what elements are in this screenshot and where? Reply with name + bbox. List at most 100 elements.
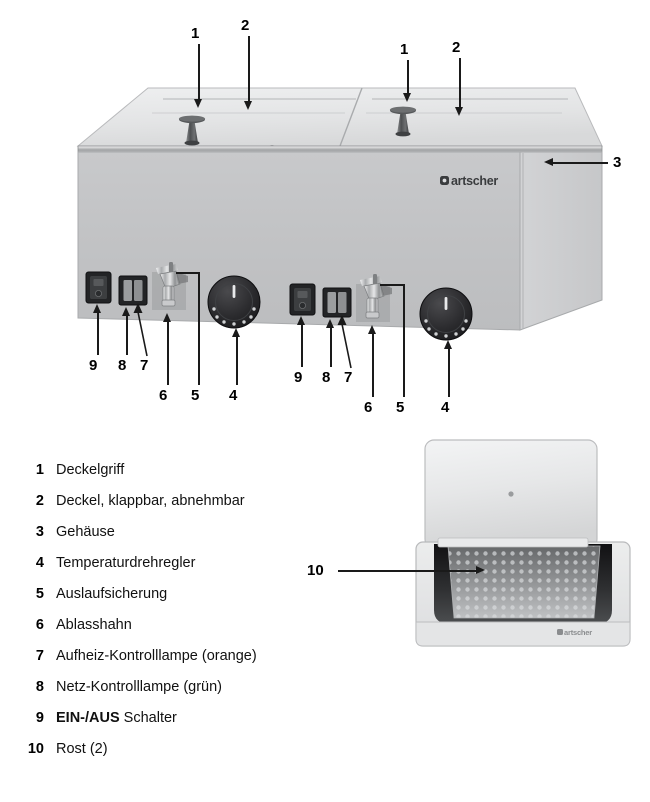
lid-split-line (339, 87, 363, 147)
callout-8-left-line (126, 316, 128, 355)
power-switch-right[interactable] (289, 283, 316, 316)
callout-6-right-line (372, 334, 374, 397)
thermostat-right[interactable] (419, 287, 473, 341)
callout-2-right-arrow (455, 107, 463, 116)
callout-2-right: 2 (452, 39, 461, 56)
legend-label: Ablasshahn (56, 617, 132, 633)
legend-item-2: 2 Deckel, klappbar, abnehmbar (0, 493, 420, 524)
callout-2-left-arrow (244, 101, 252, 110)
svg-text:artscher: artscher (564, 628, 592, 637)
legend-item-3: 3 Gehäuse (0, 524, 420, 555)
legend-label: Temperaturdrehregler (56, 555, 196, 571)
legend-number: 7 (35, 648, 44, 664)
main-figure: artscher (76, 17, 622, 416)
callout-8-left-arrow (122, 307, 130, 316)
callout-1-right-line (407, 60, 409, 94)
callout-5-left-hook (176, 272, 199, 274)
mains-lamp-left (123, 280, 132, 301)
callout-1-left-line (198, 44, 200, 100)
thermostat-scale-left (212, 307, 256, 326)
legend-label: Netz-Kontrolllampe (grün) (56, 679, 223, 695)
callout-6-left-arrow (163, 313, 171, 322)
legend-label: Aufheiz-Kontrolllampe (orange) (56, 648, 257, 664)
drain-tap-left[interactable] (152, 262, 188, 310)
legend-item-5: 5 Auslaufsicherung (0, 586, 420, 617)
legend-label: Rost (2) (56, 741, 108, 757)
callout-7-right-line (337, 315, 352, 369)
callout-5-right: 5 (396, 399, 405, 416)
callout-1-right-arrow (403, 93, 411, 102)
callout-4-right-arrow (444, 340, 452, 349)
callout-9-left: 9 (89, 357, 98, 374)
callout-8-right-line (330, 328, 332, 367)
legend-label-rest: Schalter (119, 710, 177, 726)
legend-item-4: 4 Temperaturdrehregler (0, 555, 420, 586)
indicator-lamps-left (118, 275, 148, 306)
callout-2-right-line (459, 58, 461, 108)
callout-5-right-line (403, 284, 405, 397)
callout-10: 10 (307, 562, 324, 579)
callout-9-right-line (301, 325, 303, 367)
callout-7-left: 7 (140, 357, 149, 374)
indicator-lamps-right (322, 287, 352, 318)
callout-4-left: 4 (229, 387, 238, 404)
brand-logo-main: artscher (440, 174, 499, 188)
callout-7-right: 7 (344, 369, 353, 386)
callout-3: 3 (613, 154, 622, 171)
legend-item-1: 1 Deckelgriff (0, 462, 420, 493)
legend-number: 8 (35, 679, 44, 695)
parts-legend: 1 Deckelgriff 2 Deckel, klappbar, abnehm… (0, 462, 420, 772)
power-switch-left[interactable] (85, 271, 112, 304)
callout-8-left: 8 (118, 357, 127, 374)
legend-item-7: 7 Aufheiz-Kontrolllampe (orange) (0, 648, 420, 679)
callout-6-left-line (167, 322, 169, 385)
callout-9-left-line (97, 313, 99, 355)
callout-4-right: 4 (441, 399, 450, 416)
legend-item-8: 8 Netz-Kontrolllampe (grün) (0, 679, 420, 710)
callout-9-right: 9 (294, 369, 303, 386)
callout-5-left: 5 (191, 387, 200, 404)
callout-8-right-arrow (326, 319, 334, 328)
legend-number: 5 (35, 586, 44, 602)
open-lid-illustration: artscher (415, 439, 631, 647)
callout-1-left-arrow (194, 99, 202, 108)
callout-5-right-hook (380, 284, 404, 286)
housing-side-face (519, 151, 603, 331)
legend-number: 9 (35, 710, 44, 726)
callout-8-right: 8 (322, 369, 331, 386)
inset-lid-lip (437, 537, 589, 548)
inset-lid-dimple (508, 491, 514, 497)
legend-number: 3 (35, 524, 44, 540)
mains-lamp-right (327, 292, 336, 313)
inset-grid (447, 545, 601, 619)
thermostat-scale-right (424, 319, 468, 338)
thermostat-left[interactable] (207, 275, 261, 329)
callout-4-left-arrow (232, 328, 240, 337)
legend-label-bold: EIN-/AUS (56, 710, 120, 726)
callout-10-arrow (476, 566, 485, 574)
lid-top-surface (76, 87, 603, 147)
legend-label: EIN-/AUS Schalter (56, 710, 177, 726)
callout-2-left-line (248, 36, 250, 102)
callout-5-left-line (198, 272, 200, 385)
bain-marie-illustration: artscher (76, 87, 603, 341)
legend-number: 10 (27, 741, 44, 757)
callout-9-left-arrow (93, 304, 101, 313)
legend-number: 4 (35, 555, 44, 571)
callout-6-left: 6 (159, 387, 168, 404)
drain-tap-right[interactable] (356, 274, 392, 322)
legend-label: Auslaufsicherung (56, 586, 168, 602)
legend-label: Deckel, klappbar, abnehmbar (56, 493, 245, 509)
legend-item-10: 10 Rost (2) (0, 741, 420, 772)
legend-number: 1 (35, 462, 44, 478)
callout-2-left: 2 (241, 17, 250, 34)
legend-number: 6 (35, 617, 44, 633)
callout-9-right-arrow (297, 316, 305, 325)
legend-item-6: 6 Ablasshahn (0, 617, 420, 648)
legend-item-9: 9 EIN-/AUS Schalter (0, 710, 420, 741)
heating-lamp-left (134, 280, 143, 301)
inset-front-apron (415, 621, 631, 647)
callout-6-right-arrow (368, 325, 376, 334)
callout-3-arrow (544, 158, 553, 166)
